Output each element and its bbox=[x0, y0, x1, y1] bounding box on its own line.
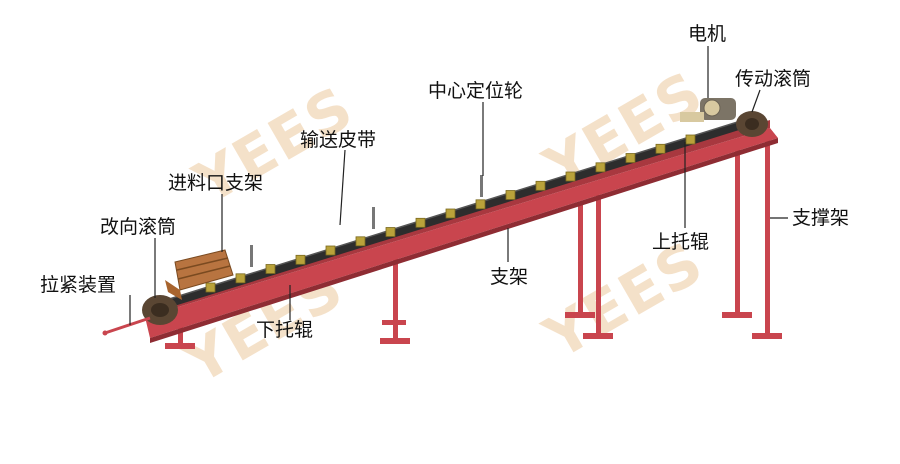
upper-idlers bbox=[205, 134, 696, 293]
center-wheel-post-3 bbox=[480, 175, 483, 197]
feed-hopper bbox=[165, 249, 234, 300]
leg-4 bbox=[722, 140, 782, 339]
idler-roller bbox=[205, 282, 216, 293]
leg-2 bbox=[380, 257, 410, 344]
idler-roller bbox=[625, 153, 636, 163]
drive-pulley-assembly bbox=[680, 98, 768, 137]
idler-roller bbox=[235, 273, 246, 284]
idler-roller bbox=[295, 254, 306, 265]
support-legs bbox=[165, 140, 782, 349]
idler-roller bbox=[655, 143, 666, 154]
idler-roller bbox=[535, 180, 546, 191]
label-drive-pulley: 传动滚筒 bbox=[735, 68, 811, 90]
tensioner bbox=[102, 316, 151, 336]
idler-roller bbox=[325, 245, 336, 256]
idler-roller bbox=[415, 217, 426, 228]
idler-roller bbox=[505, 190, 516, 200]
conveyor-frame bbox=[145, 120, 778, 343]
idler-roller bbox=[265, 264, 276, 274]
label-hopper: 进料口支架 bbox=[168, 172, 263, 194]
center-wheel-post-2 bbox=[372, 207, 375, 229]
label-motor: 电机 bbox=[688, 23, 726, 45]
idler-roller bbox=[385, 227, 396, 237]
idler-roller bbox=[685, 134, 696, 145]
idler-roller bbox=[475, 199, 486, 210]
leg-3 bbox=[565, 195, 613, 339]
leg-1 bbox=[165, 325, 195, 349]
label-frame: 支架 bbox=[490, 266, 528, 288]
label-tail-pulley: 改向滚筒 bbox=[100, 216, 176, 238]
idler-roller bbox=[355, 236, 366, 247]
label-tensioner: 拉紧装置 bbox=[40, 274, 116, 296]
idler-roller bbox=[595, 162, 606, 173]
label-upper-idler: 上托辊 bbox=[652, 231, 709, 253]
tail-pulley bbox=[142, 295, 178, 325]
idler-roller bbox=[445, 208, 456, 219]
label-center-wheel: 中心定位轮 bbox=[428, 80, 523, 102]
label-support: 支撑架 bbox=[792, 207, 849, 229]
labels: 电机 传动滚筒 中心定位轮 输送皮带 进料口支架 改向滚筒 拉紧装置 下托辊 支… bbox=[40, 23, 849, 341]
center-wheel-post-1 bbox=[250, 245, 253, 267]
label-lower-idler: 下托辊 bbox=[256, 319, 313, 341]
idler-roller bbox=[565, 171, 576, 182]
label-belt: 输送皮带 bbox=[300, 129, 376, 151]
leader-lines bbox=[129, 46, 788, 325]
center-positioning-wheels bbox=[250, 175, 483, 267]
